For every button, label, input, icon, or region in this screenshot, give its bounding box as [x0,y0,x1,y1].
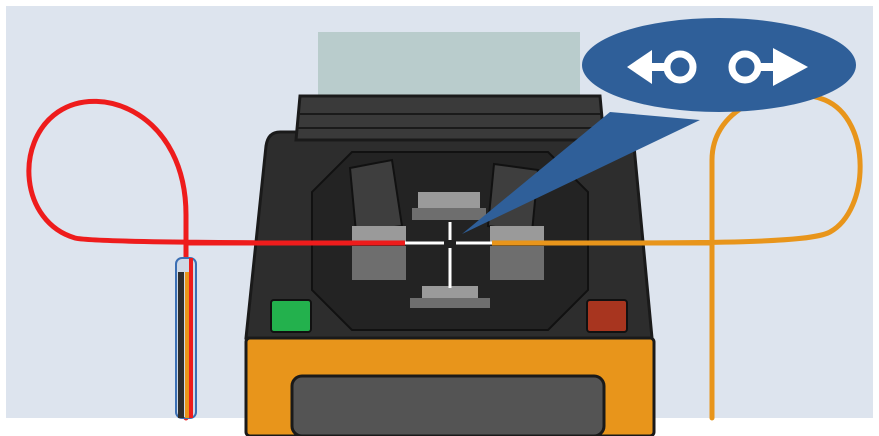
left-clamp-upper [352,226,406,242]
left-fiber-sleeve-core-dark [178,272,184,418]
machine-lid [294,94,606,142]
right-clamp-upper [490,226,544,242]
bottom-electrode-holder [422,286,478,300]
left-clamp-lever [348,158,404,234]
top-electrode-holder [418,192,480,210]
callout-pointer [462,112,700,234]
stop-button[interactable] [586,299,628,333]
arrow-left-with-circle-icon [627,50,697,84]
left-fiber-sleeve-core-orange [185,272,189,418]
start-button[interactable] [270,299,312,333]
right-clamp-lower [490,246,544,280]
circle-with-arrow-right-icon [728,48,808,86]
bottom-electrode-holder-base [410,298,490,308]
left-fiber-sleeve-core-red [189,258,193,418]
left-clamp-lower [352,246,406,280]
machine-screen [290,374,606,436]
callout-bubble [582,18,856,112]
top-electrode-holder-base [412,208,486,220]
